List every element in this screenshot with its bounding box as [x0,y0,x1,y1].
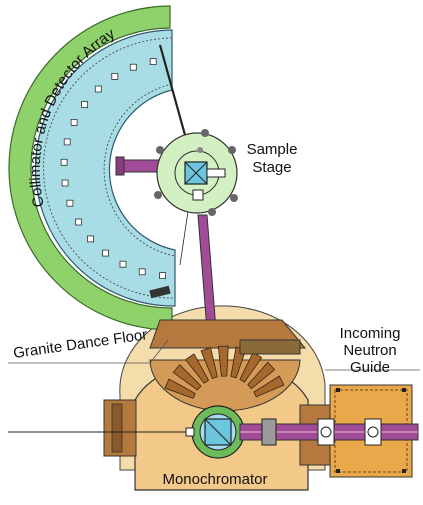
guide-label-line1: Incoming [340,325,401,342]
label-leaders [8,339,420,371]
detector-slot [81,101,88,108]
incoming-neutron-guide [239,384,419,478]
detector-slot [138,268,146,276]
detector-slot [119,260,127,268]
detector-slot [94,85,102,93]
shield-wedge [217,345,229,377]
sample-stage-label-line1: Sample [247,141,298,158]
sample-stage-label-line2: Stage [252,159,291,176]
detector-slot [87,235,94,243]
detector-slot [75,218,82,226]
shielding-wedges [164,345,285,399]
detector-slot [129,63,137,71]
detector-slot [61,179,69,187]
detector-slots [60,58,167,280]
monochromator-label: Monochromator [162,471,267,488]
guide-label-line2: Neutron [343,342,396,359]
detector-slot [63,138,71,146]
shield-wedge [164,378,196,399]
detector-slot [111,73,119,80]
shield-wedge [247,361,276,390]
detector-slot [102,249,109,257]
detector-array [8,5,176,331]
guide-label-line3: Guide [350,359,390,376]
shield-wedge [172,364,202,391]
detector-slot [70,119,78,126]
shield-wedge [253,375,285,398]
detector-slot [159,272,167,280]
monochromator-left-blocks [8,399,190,457]
monochromator-shielding [134,319,309,491]
detector-slot [60,158,68,166]
detector-slot [66,199,74,207]
shield-wedge [185,353,210,384]
detector-slot [149,58,157,65]
monochromator-crystal [185,405,245,459]
shield-wedge [239,351,263,383]
sample-stage [115,129,238,216]
shield-wedge [200,347,218,379]
